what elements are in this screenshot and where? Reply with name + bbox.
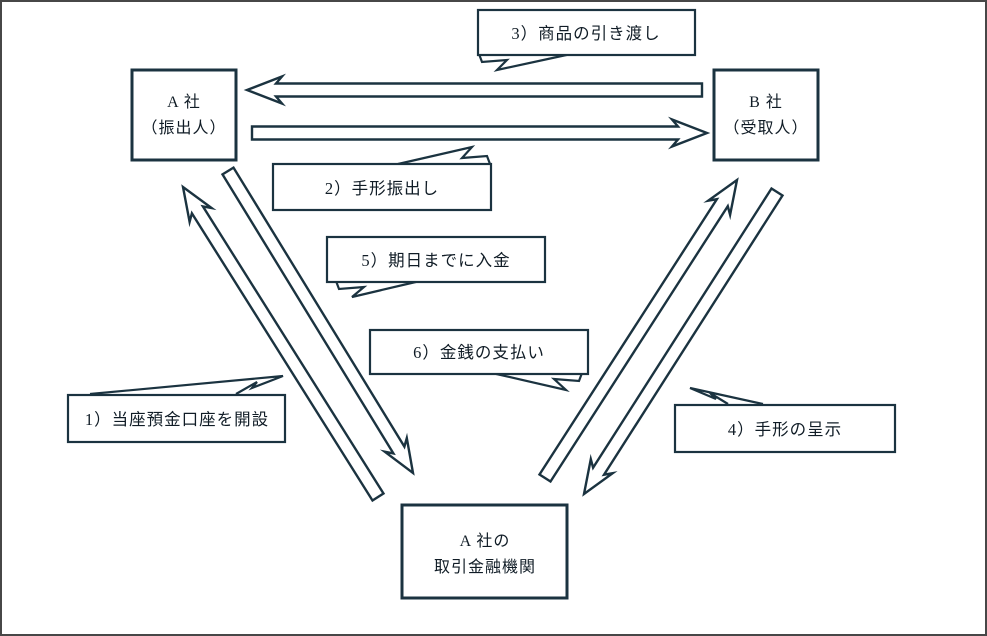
arrow-bank-to-a: [181, 184, 386, 503]
callout-4-tail: [689, 386, 764, 406]
company-b-name: B 社: [749, 93, 783, 111]
callout-5-box: [325, 235, 547, 284]
node-company-b: [712, 68, 820, 162]
callout-6-tail: [491, 371, 584, 393]
callout-1-label: 1）当座預金口座を開設: [85, 410, 269, 429]
company-a-role: （振出人）: [141, 119, 226, 137]
callout-1-tail: [89, 374, 284, 396]
arrow-b-to-a-goods-delivery: [243, 73, 704, 107]
bank-name-line1: A 社の: [460, 532, 511, 550]
bank-name-line2: 取引金融機関: [434, 558, 536, 576]
callout-5-label: 5）期日までに入金: [361, 251, 510, 270]
arrow-bank-to-b: [537, 177, 739, 484]
callout-5-tail: [334, 279, 421, 299]
arrow-a-to-b-note-issue: [250, 116, 711, 150]
callout-4-box: [673, 403, 897, 454]
company-a-name: A 社: [167, 93, 201, 111]
callout-6-label: 6）金銭の支払い: [413, 343, 545, 362]
callout-3-label: 3）商品の引き渡し: [511, 24, 660, 43]
callout-4-label: 4）手形の呈示: [728, 420, 842, 439]
node-bank: [400, 503, 569, 600]
arrow-b-to-bank: [582, 186, 785, 497]
arrow-a-to-bank: [220, 165, 415, 476]
node-company-a: [130, 68, 238, 162]
company-b-role: （受取人）: [723, 119, 808, 137]
callout-3-tail: [477, 52, 572, 72]
callout-2-tail: [397, 145, 492, 166]
callout-2-label: 2）手形振出し: [325, 179, 439, 198]
callout-6-box: [368, 328, 590, 376]
callout-1-box: [66, 393, 287, 444]
callout-2-box: [271, 162, 493, 212]
callout-3-box: [476, 8, 697, 57]
